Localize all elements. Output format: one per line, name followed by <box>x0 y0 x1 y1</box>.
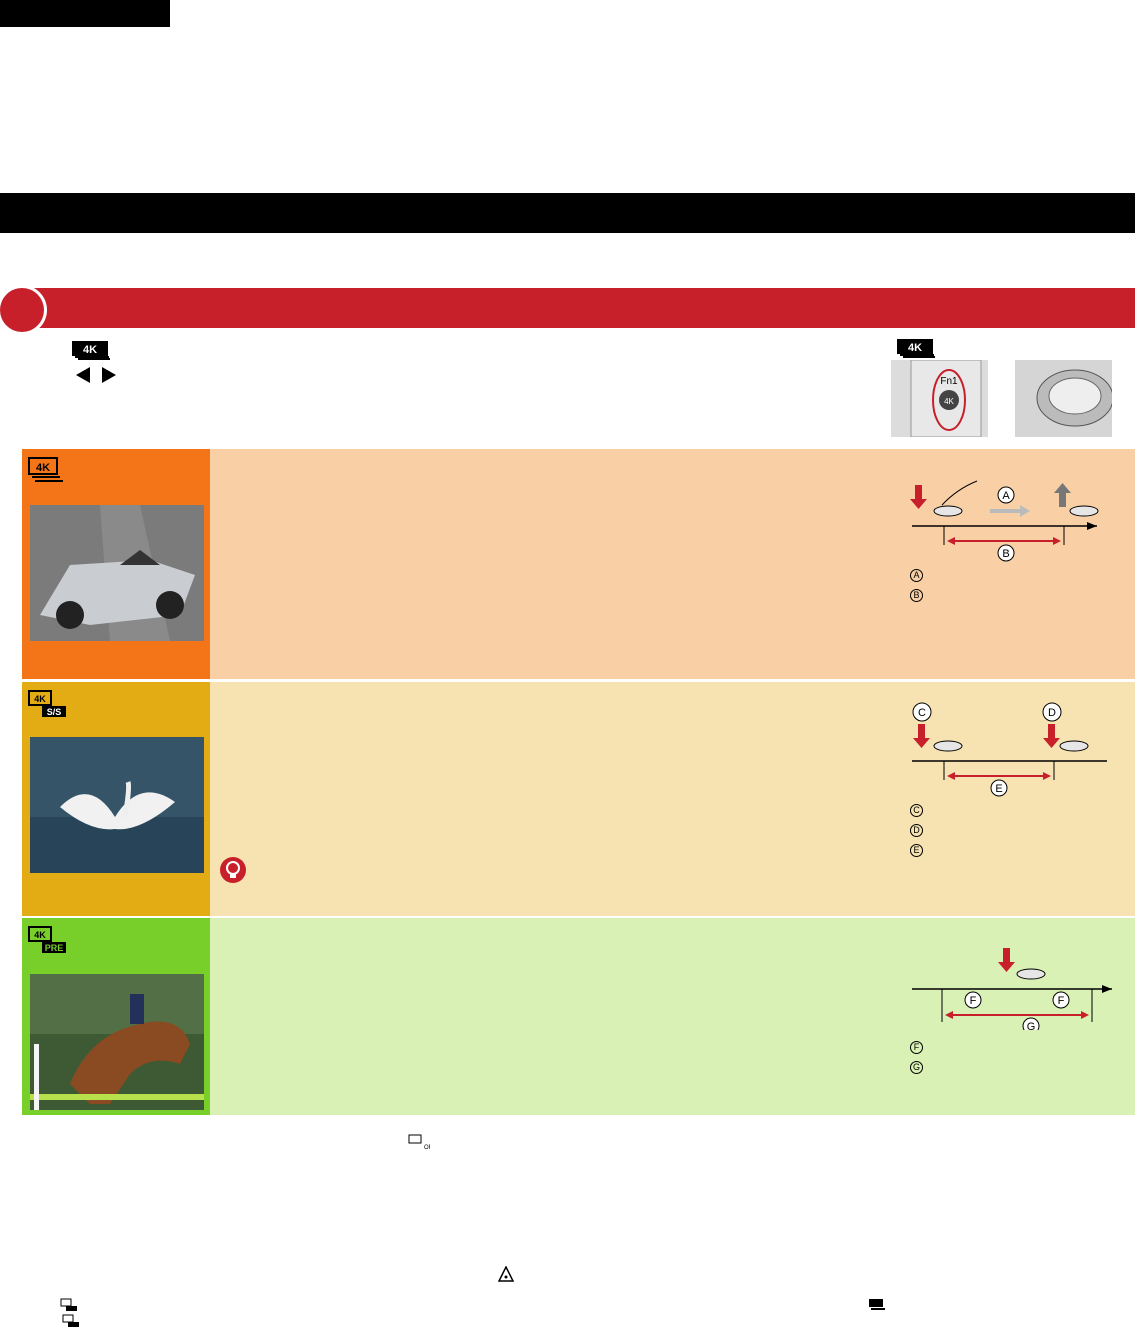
burst-ss-timing-diagram: C D E <box>912 702 1107 797</box>
burst-timing-diagram: A B <box>910 480 1099 562</box>
mode-row-4k-pre-burst: 4K PRE F F G F G <box>22 918 1135 1115</box>
left-right-arrows-icon <box>76 367 116 383</box>
svg-text:Fn1: Fn1 <box>940 376 958 387</box>
svg-text:4K: 4K <box>34 694 46 704</box>
svg-text:E: E <box>995 783 1002 795</box>
svg-text:4K: 4K <box>908 342 922 354</box>
lightbulb-icon <box>220 857 246 883</box>
4k-off-icon: OFF <box>408 1134 430 1150</box>
4k-burst-icon: 4K <box>72 341 110 360</box>
svg-text:B: B <box>1002 548 1009 560</box>
control-dial-illustration <box>1015 360 1112 437</box>
step-bar <box>20 288 1135 328</box>
svg-text:C: C <box>918 707 926 719</box>
section-title-bar <box>0 193 1135 233</box>
mode-sidebar: 4K <box>22 449 210 679</box>
4k-burst-ss-icon-small <box>60 1298 77 1311</box>
step-number-circle <box>0 288 44 332</box>
4k-pre-burst-icon: 4K PRE <box>28 926 66 953</box>
legend-a: A <box>910 569 923 582</box>
legend-d: D <box>910 824 923 837</box>
mode-sidebar: 4K PRE <box>22 918 210 1115</box>
4k-burst-ss-icon: 4K S/S <box>28 690 66 717</box>
4k-burst-icon-small <box>869 1299 885 1310</box>
4k-pre-burst-icon-small <box>62 1314 79 1327</box>
svg-text:4K: 4K <box>36 462 50 474</box>
swan-photo <box>30 737 204 873</box>
4k-burst-icon: 4K <box>28 457 63 482</box>
mode-row-4k-burst: 4K A B A B <box>22 449 1135 679</box>
legend-b: B <box>910 589 923 602</box>
mode-sidebar: 4K S/S <box>22 682 210 916</box>
svg-text:S/S: S/S <box>47 707 62 717</box>
svg-text:G: G <box>1027 1021 1036 1030</box>
4k-burst-icon-camera: 4K <box>897 339 935 358</box>
svg-text:4K: 4K <box>944 397 954 406</box>
svg-text:PRE: PRE <box>45 943 64 953</box>
svg-text:4K: 4K <box>34 930 46 940</box>
mode-row-4k-burst-ss: 4K S/S C D E C D E <box>22 682 1135 916</box>
svg-text:4K: 4K <box>83 344 97 356</box>
legend-e: E <box>910 844 923 857</box>
svg-text:A: A <box>1002 490 1010 502</box>
race-car-photo <box>30 505 204 641</box>
svg-text:F: F <box>970 995 977 1007</box>
legend-g: G <box>910 1061 923 1074</box>
svg-text:OFF: OFF <box>424 1145 430 1150</box>
pre-burst-timing-diagram: F F G <box>912 948 1112 1030</box>
camera-fn1-illustration: Fn1 4K <box>891 360 988 437</box>
legend-f: F <box>910 1041 923 1054</box>
svg-text:F: F <box>1058 995 1065 1007</box>
horse-jump-photo <box>30 974 204 1110</box>
warning-triangle-icon <box>498 1266 514 1282</box>
legend-c: C <box>910 804 923 817</box>
svg-text:D: D <box>1048 707 1056 719</box>
header-tab <box>0 0 170 27</box>
